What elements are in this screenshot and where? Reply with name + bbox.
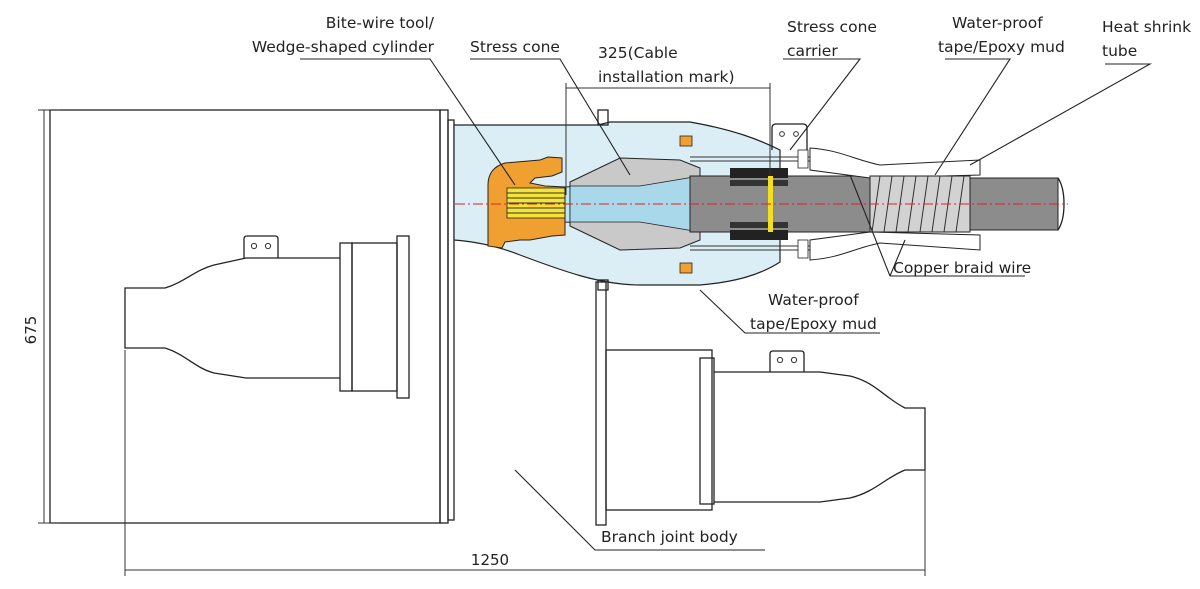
- label-heat-shrink-2: tube: [1102, 42, 1137, 60]
- labels: Bite-wire tool/ Wedge-shaped cylinder St…: [252, 14, 1191, 546]
- label-stress-cone: Stress cone: [470, 38, 560, 56]
- label-install-mark-1: 325(Cable: [598, 44, 678, 62]
- label-heat-shrink-1: Heat shrink: [1102, 18, 1191, 36]
- label-stress-cone-carrier-2: carrier: [787, 42, 838, 60]
- leader-lines: [300, 58, 1153, 551]
- label-bite-wire-2: Wedge-shaped cylinder: [252, 38, 435, 56]
- dimension-install-mark: [565, 83, 771, 195]
- label-branch-body: Branch joint body: [601, 528, 738, 546]
- branch-joint-body: [49, 109, 926, 526]
- dimension-length: 1250: [124, 350, 926, 576]
- label-waterproof-bottom-2: tape/Epoxy mud: [750, 315, 877, 333]
- length-dimension-text: 1250: [471, 551, 509, 569]
- label-waterproof-bottom-1: Water-proof: [768, 291, 859, 309]
- label-bite-wire-1: Bite-wire tool/: [326, 14, 435, 32]
- stress-cone-carrier: [730, 168, 788, 240]
- label-copper-braid: Copper braid wire: [893, 259, 1031, 277]
- left-outlet: [124, 235, 410, 399]
- label-install-mark-2: installation mark): [598, 68, 735, 86]
- height-dimension-text: 675: [22, 316, 40, 345]
- dimension-height: 675: [22, 109, 60, 524]
- lower-right-outlet: [595, 281, 926, 526]
- termination-assembly: [453, 109, 1068, 291]
- label-waterproof-top-1: Water-proof: [952, 14, 1043, 32]
- label-stress-cone-carrier-1: Stress cone: [787, 18, 877, 36]
- label-waterproof-top-2: tape/Epoxy mud: [938, 38, 1065, 56]
